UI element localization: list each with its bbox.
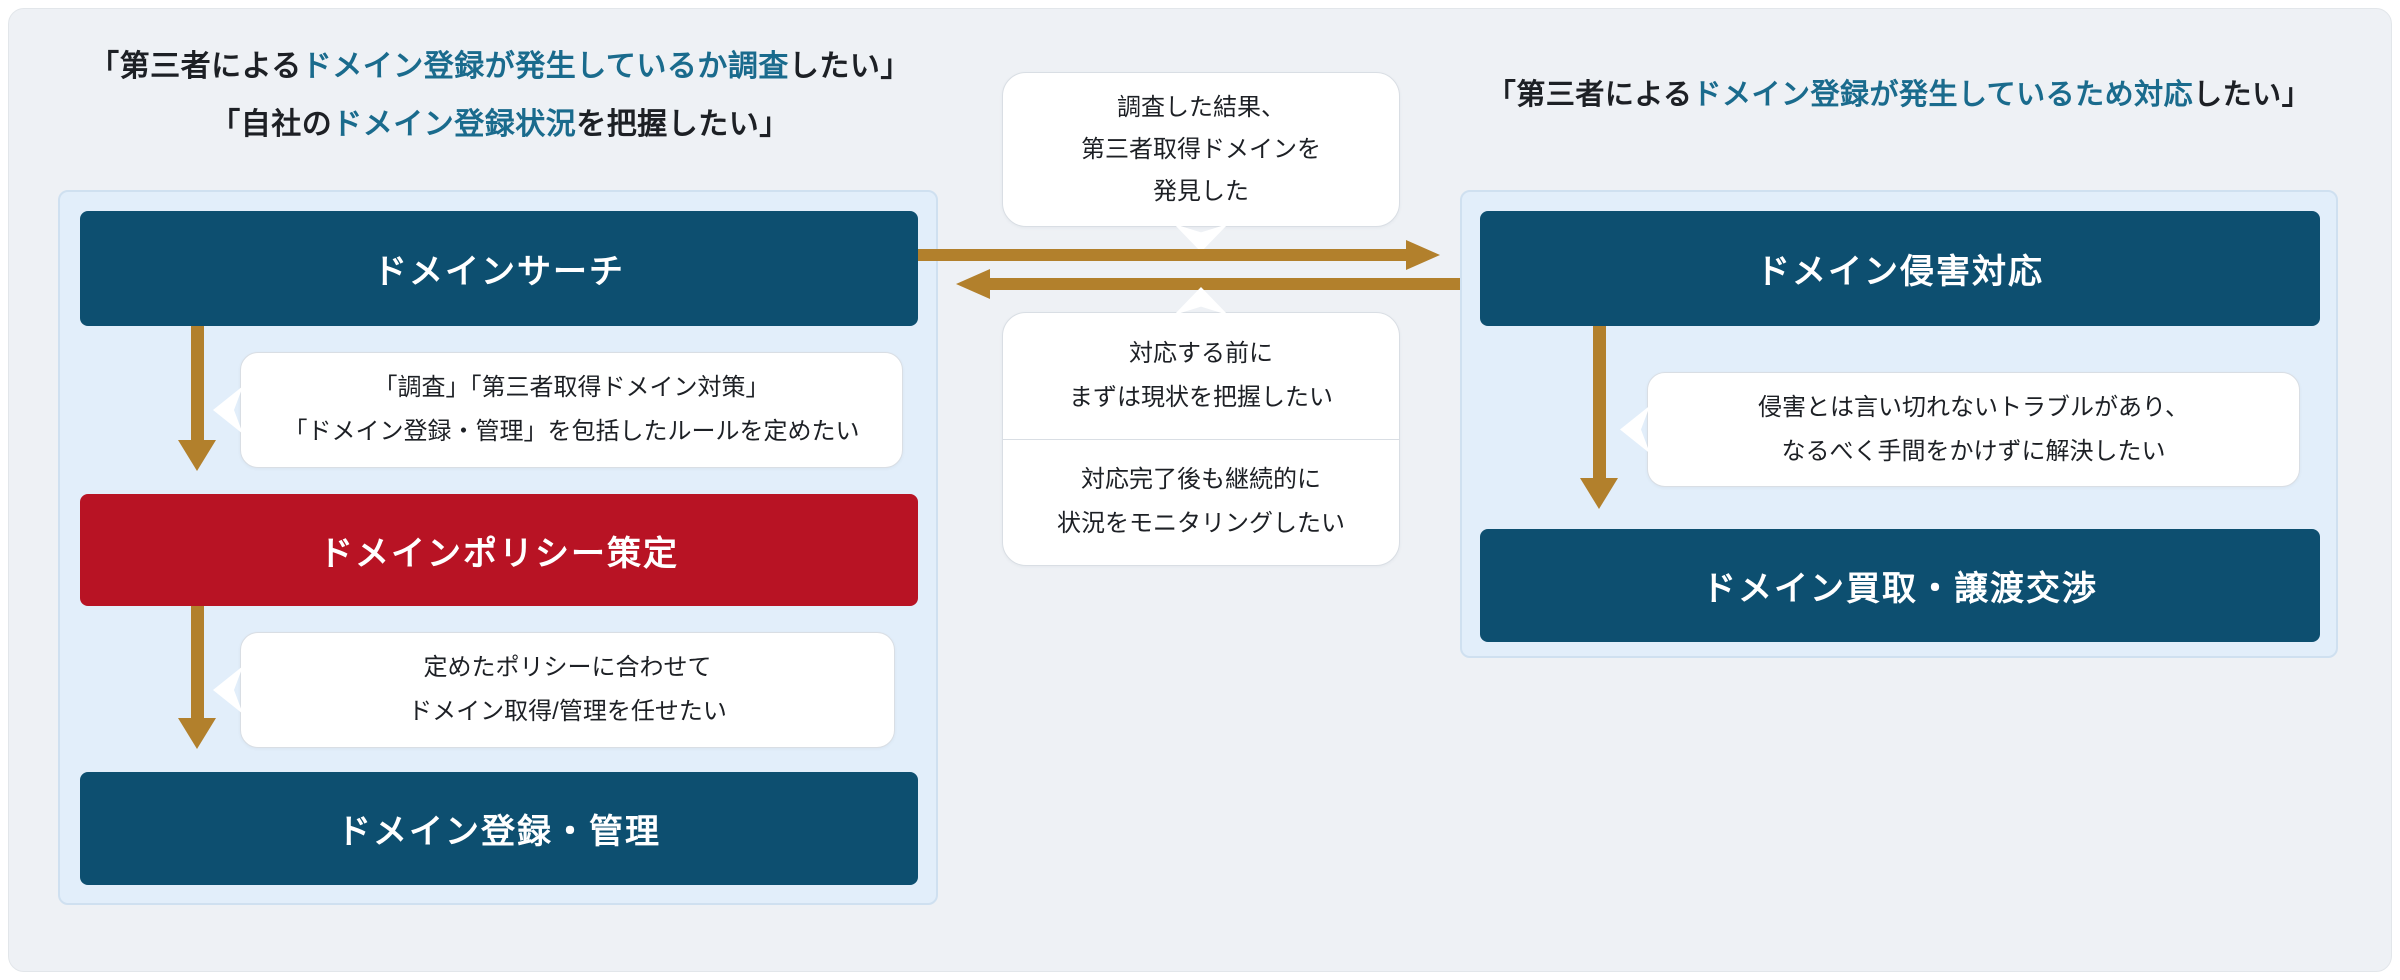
node-label: ドメイン買取・譲渡交渉	[1702, 570, 2098, 608]
node-domain-registration: ドメイン登録・管理	[80, 772, 918, 885]
node-label: ドメインサーチ	[373, 253, 625, 291]
heading-text: を把握したい」	[576, 108, 790, 141]
heading-line: 「第三者によるドメイン登録が発生しているため対応したい」	[1460, 80, 2338, 110]
bubble-line: 「ドメイン登録・管理」を包括したルールを定めたい	[283, 418, 860, 445]
heading-text: 「自社の	[210, 108, 333, 141]
heading-text: 「第三者による	[1486, 79, 1693, 111]
bubble-line: 第三者取得ドメインを	[1081, 135, 1321, 163]
heading-line: 「自社のドメイン登録状況を把握したい」	[58, 96, 942, 154]
left-user-need-heading: 「第三者によるドメイン登録が発生しているか調査したい」 「自社のドメイン登録状況…	[58, 38, 942, 154]
node-domain-search: ドメインサーチ	[80, 211, 918, 326]
bubble-section-monitoring: 対応完了後も継続的に 状況をモニタリングしたい	[1003, 438, 1399, 566]
down-arrow-shaft	[191, 326, 204, 440]
bubble-line: 対応完了後も継続的に	[1081, 466, 1321, 494]
heading-line: 「第三者によるドメイン登録が発生しているか調査したい」	[58, 38, 942, 96]
bubble-registration-need: 定めたポリシーに合わせて ドメイン取得/管理を任せたい	[213, 632, 895, 748]
bubble-policy-need: 「調査」「第三者取得ドメイン対策」 「ドメイン登録・管理」を包括したルールを定め…	[213, 352, 903, 468]
flow-arrow-left-head	[956, 269, 990, 299]
down-arrow-head	[178, 718, 216, 749]
bubble-line: 侵害とは言い切れないトラブルがあり、	[1757, 393, 2190, 421]
bubble-found-domain: 調査した結果、 第三者取得ドメインを 発見した	[1002, 72, 1400, 252]
bubble-before-after-needs: 対応する前に まずは現状を把握したい 対応完了後も継続的に 状況をモニタリングし…	[1002, 287, 1400, 566]
flow-arrow-right-shaft	[918, 249, 1408, 261]
bubble-line: なるべく手間をかけずに解決したい	[1781, 437, 2166, 465]
bubble-line: まずは現状を把握したい	[1069, 383, 1333, 411]
node-label: ドメイン登録・管理	[337, 813, 661, 851]
bubble-line: 状況をモニタリングしたい	[1057, 510, 1345, 538]
heading-text: したい」	[2193, 79, 2312, 111]
down-arrow-head	[1580, 478, 1618, 509]
node-domain-purchase-negotiation: ドメイン買取・譲渡交渉	[1480, 529, 2320, 642]
flow-arrow-left-shaft	[990, 278, 1480, 290]
flow-arrow-right-head	[1406, 240, 1440, 270]
down-arrow-shaft	[191, 606, 204, 718]
bubble-line: 対応する前に	[1129, 339, 1273, 367]
down-arrow-head	[178, 440, 216, 471]
node-label: ドメイン侵害対応	[1756, 253, 2044, 291]
bubble-line: 「調査」「第三者取得ドメイン対策」	[373, 374, 770, 401]
heading-text: 「第三者による	[89, 50, 302, 83]
bubble-trouble-need: 侵害とは言い切れないトラブルがあり、 なるべく手間をかけずに解決したい	[1620, 372, 2300, 487]
right-user-need-heading: 「第三者によるドメイン登録が発生しているため対応したい」	[1460, 80, 2338, 110]
heading-accent-text: ドメイン登録が発生しているか調査	[301, 50, 789, 83]
down-arrow-shaft	[1593, 326, 1606, 478]
node-domain-infringement-response: ドメイン侵害対応	[1480, 211, 2320, 326]
node-label: ドメインポリシー策定	[319, 534, 679, 573]
bubble-section-current-status: 対応する前に まずは現状を把握したい	[1003, 313, 1399, 439]
heading-accent-text: ドメイン登録状況	[332, 108, 577, 141]
bubble-line: ドメイン取得/管理を任せたい	[408, 698, 727, 725]
heading-accent-text: ドメイン登録が発生しているため対応	[1692, 79, 2194, 111]
heading-text: したい」	[788, 50, 911, 83]
node-domain-policy: ドメインポリシー策定	[80, 494, 918, 606]
bubble-line: 調査した結果、	[1117, 93, 1285, 121]
bubble-line: 定めたポリシーに合わせて	[423, 654, 712, 681]
bubble-line: 発見した	[1153, 177, 1249, 205]
